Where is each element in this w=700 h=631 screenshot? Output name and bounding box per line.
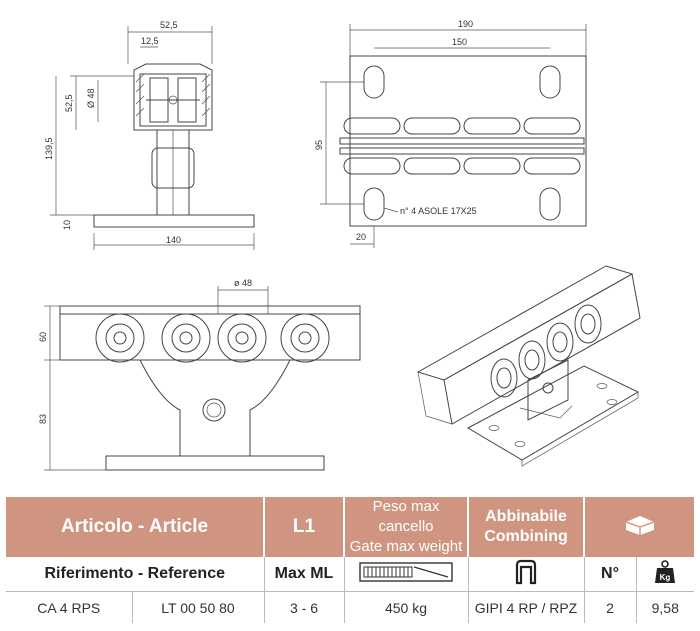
- kg-weight-icon: Kg: [655, 559, 676, 583]
- dim-190: 190: [458, 19, 473, 29]
- dim-10: 10: [62, 220, 72, 230]
- header-weight-line1: Peso max cancello: [372, 498, 440, 535]
- dim-95: 95: [314, 140, 324, 150]
- header-box-icon-cell: [584, 497, 694, 557]
- subheader-weight-icon-cell: [343, 557, 468, 592]
- cell-weight: 450 kg: [344, 591, 469, 623]
- slots-note: n° 4 ASOLE 17X25: [400, 206, 477, 216]
- plate-top-view: 190 150 95 20 n° 4 ASOLE 17X25: [314, 19, 587, 248]
- cell-ml: 3 - 6: [264, 591, 345, 623]
- front-view: ø 48 60 83: [38, 278, 361, 471]
- box-icon: [625, 515, 654, 535]
- dim-60: 60: [38, 332, 48, 342]
- subheader-max-ml: Max ML: [263, 557, 344, 592]
- dim-139-5: 139,5: [44, 137, 54, 160]
- dim-52-5-top: 52,5: [160, 20, 178, 30]
- cell-ref: LT 00 50 80: [132, 591, 265, 623]
- header-article: Articolo - Article: [6, 497, 265, 557]
- header-l1: L1: [264, 497, 345, 557]
- header-combining-line1: Abbinabile: [485, 508, 567, 525]
- dim-d48: Ø 48: [86, 88, 96, 108]
- table-subheader-row: Riferimento - Reference Max ML N°: [6, 557, 694, 592]
- dim-20: 20: [356, 232, 366, 242]
- subheader-reference: Riferimento - Reference: [6, 557, 264, 592]
- cell-code: CA 4 RPS: [6, 591, 133, 623]
- subheader-profile-icon-cell: [467, 557, 584, 592]
- cell-combining: GIPI 4 RP / RPZ: [468, 591, 585, 623]
- dim-front-d48: ø 48: [234, 278, 252, 288]
- header-weight-line2: Gate max weight: [349, 538, 463, 555]
- cell-n: 2: [584, 591, 637, 623]
- perspective-view: [416, 265, 641, 467]
- dim-83: 83: [38, 414, 48, 424]
- cell-kg: 9,58: [651, 599, 679, 616]
- table-row: CA 4 RPS LT 00 50 80 3 - 6 450 kg GIPI 4…: [6, 591, 694, 623]
- subheader-n: N°: [583, 557, 636, 592]
- dim-52-5-vert: 52,5: [64, 94, 74, 112]
- technical-drawings: 52,5 12,5 52,5 Ø 48 139,5 10 140: [38, 19, 641, 471]
- side-section-view: 52,5 12,5 52,5 Ø 48 139,5 10 140: [44, 20, 255, 250]
- dim-140: 140: [166, 235, 181, 245]
- dim-150: 150: [452, 37, 467, 47]
- header-weight: Peso max cancello Gate max weight: [344, 497, 469, 557]
- header-combining-line2: Combining: [484, 528, 568, 545]
- kg-label: Kg: [660, 573, 671, 582]
- header-combining: Abbinabile Combining: [468, 497, 585, 557]
- rail-profile-icon: [515, 559, 537, 584]
- table-header-row: Articolo - Article L1 Peso max cancello …: [6, 497, 694, 557]
- subheader-weight-kg-cell: Kg: [635, 557, 694, 592]
- spec-table: Articolo - Article L1 Peso max cancello …: [6, 497, 694, 623]
- dim-12-5: 12,5: [141, 36, 159, 46]
- gate-icon: [359, 561, 453, 582]
